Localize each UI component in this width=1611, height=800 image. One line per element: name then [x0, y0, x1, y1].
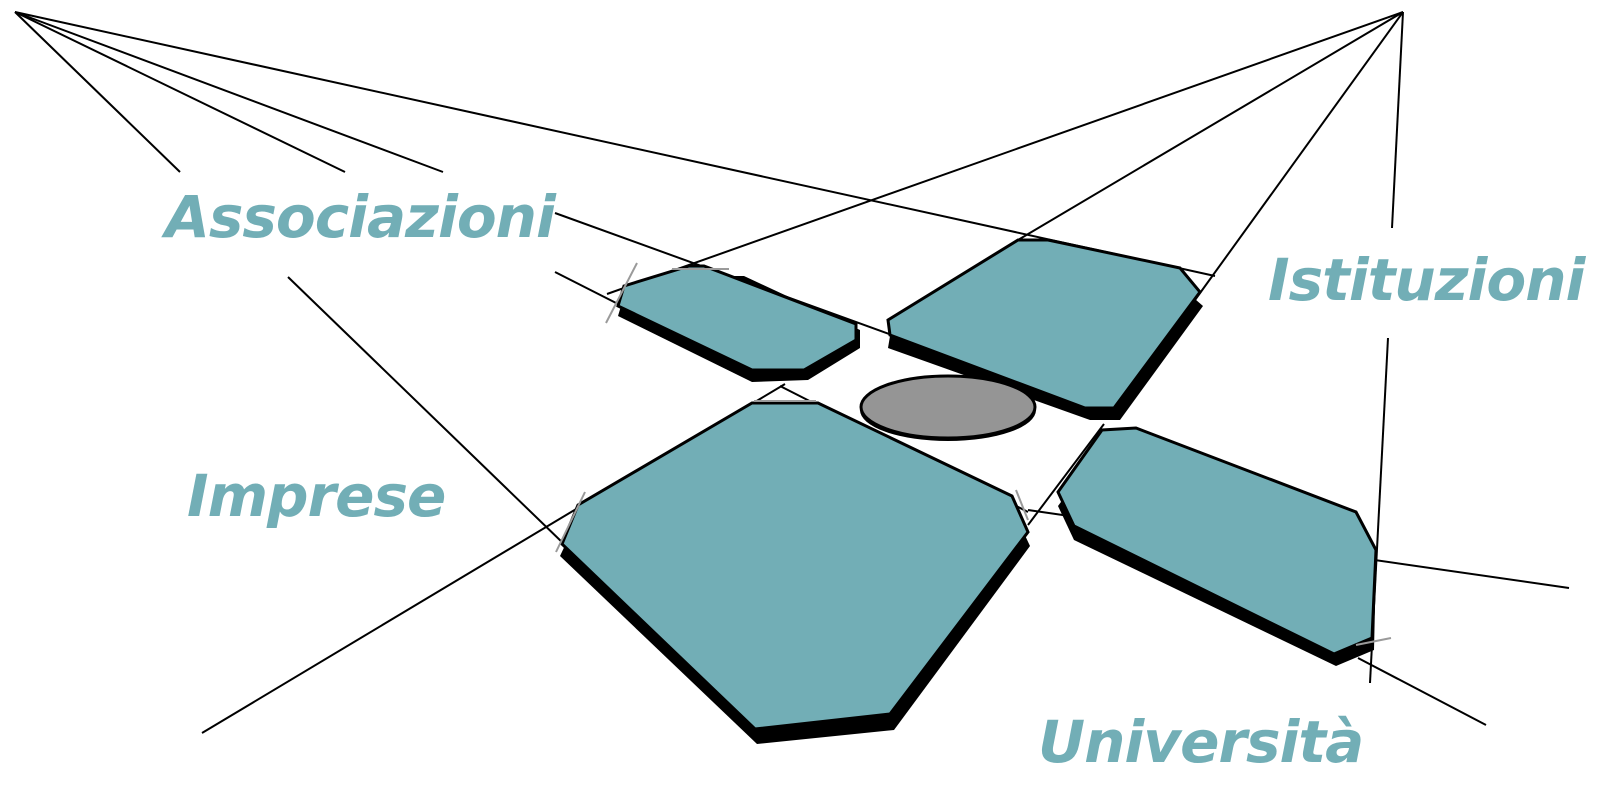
label-universita: Università	[1038, 708, 1364, 776]
label-associazioni: Associazioni	[165, 183, 556, 251]
tile-bottom-left-face	[560, 401, 1030, 731]
line-center-2	[1027, 423, 1105, 526]
line-topleft-1	[14, 11, 181, 173]
line-topleft-3	[14, 11, 444, 173]
line-topleft-4	[14, 11, 1216, 277]
guide-ticks	[555, 262, 1392, 646]
line-assoc-2	[554, 271, 623, 307]
line-topright-1	[606, 11, 1404, 295]
tick-3	[555, 491, 586, 553]
tile-bottom-left	[560, 401, 1030, 744]
tile-top-right	[886, 238, 1203, 420]
tile-top-right-face	[886, 238, 1202, 410]
label-imprese: Imprese	[187, 462, 446, 530]
line-topleft-2	[14, 11, 346, 173]
label-istituzioni: Istituzioni	[1268, 246, 1585, 314]
tile-top-left-face	[616, 264, 858, 372]
center-hub	[859, 374, 1037, 441]
tick-6	[1355, 637, 1392, 646]
line-topright-2	[1017, 11, 1404, 241]
tile-bottom-right	[1056, 426, 1378, 666]
line-topright-4	[1391, 11, 1404, 229]
tick-1	[605, 262, 638, 324]
tick-5	[1015, 489, 1029, 521]
line-impr-diag	[287, 276, 566, 546]
tile-bottom-right-face	[1056, 426, 1378, 656]
line-bottom-right	[1357, 657, 1487, 726]
line-topright-3	[1194, 11, 1404, 301]
center-hub-ellipse	[859, 374, 1037, 440]
tile-top-left	[616, 264, 860, 382]
